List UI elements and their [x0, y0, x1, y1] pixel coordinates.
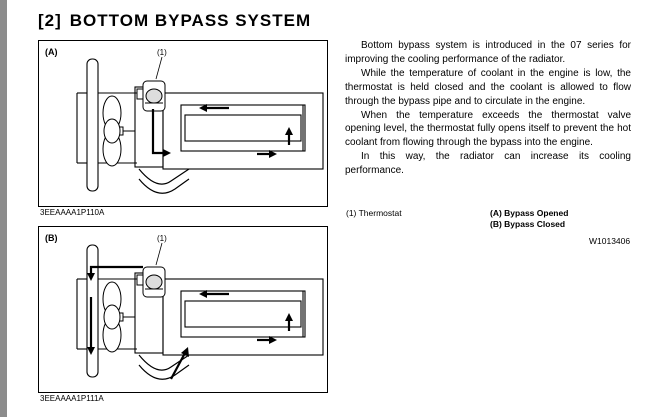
paragraph: Bottom bypass system is introduced in th…	[345, 40, 631, 65]
flow-arrows	[89, 265, 291, 380]
paragraph: When the temperature exceeds the thermos…	[345, 109, 631, 149]
legend-figures: (A) Bypass Opened (B) Bypass Closed	[490, 208, 568, 230]
legend-a: (A) Bypass Opened	[490, 208, 569, 218]
figure-a-diagram: (A) (1)	[45, 47, 324, 194]
thermostat	[136, 266, 166, 298]
engine-block	[134, 86, 324, 170]
fan	[102, 95, 135, 167]
thermostat	[136, 80, 166, 112]
description: Bottom bypass system is introduced in th…	[345, 39, 631, 178]
paragraph: While the temperature of coolant in the …	[345, 67, 631, 107]
section-title-text: BOTTOM BYPASS SYSTEM	[69, 11, 312, 30]
figure-b-code: 3EEAAAA1P111A	[40, 394, 104, 403]
fan	[102, 281, 135, 353]
figure-b-diagram: (B) (1)	[45, 233, 324, 380]
radiator	[76, 58, 137, 192]
section-title: [2] BOTTOM BYPASS SYSTEM	[38, 11, 311, 31]
engine-block	[134, 272, 324, 356]
page-edge	[0, 0, 7, 417]
figure-b-label: (B)	[45, 233, 58, 243]
section-number: [2]	[38, 11, 62, 30]
figure-a-code: 3EEAAAA1P110A	[40, 208, 105, 217]
legend-thermostat: (1) Thermostat	[346, 208, 402, 218]
figure-b-callout: (1)	[157, 234, 167, 243]
figure-a: (A) (1)	[38, 40, 328, 207]
legend-b: (B) Bypass Closed	[490, 219, 566, 229]
figure-b: (B) (1)	[38, 226, 328, 393]
paragraph: In this way, the radiator can increase i…	[345, 151, 631, 177]
flow-arrows	[151, 106, 291, 156]
figure-a-label: (A)	[45, 47, 58, 57]
document-code: W1013406	[589, 236, 631, 246]
figure-a-callout: (1)	[157, 48, 167, 57]
